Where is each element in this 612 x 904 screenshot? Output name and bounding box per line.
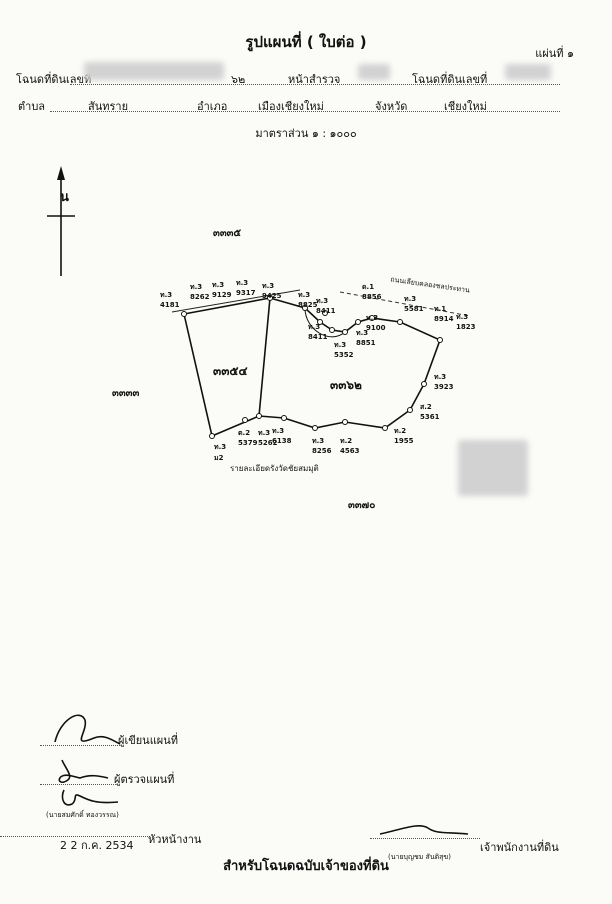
amphoe-label: อำเภอ xyxy=(197,100,228,113)
sign-date: 2 2 ก.ค. 2534 xyxy=(60,839,134,852)
north-arrow-icon xyxy=(47,166,75,276)
province-label: จังหวัด xyxy=(375,100,408,113)
amphoe-value: เมืองเชียงใหม่ xyxy=(258,100,324,113)
officer-label: เจ้าพนักงานที่ดิน xyxy=(480,841,559,854)
footer-note: สำหรับโฉนดฉบับเจ้าของที่ดิน xyxy=(223,859,389,874)
parcel-main-label: ๓๓๖๒ xyxy=(330,378,362,392)
deed-label: โฉนดที่ดินเลขที่ xyxy=(16,73,92,86)
adjacent-top-label: ๓๓๓๕ xyxy=(213,228,242,239)
adjacent-left-label: ๓๓๓๓ xyxy=(112,388,140,399)
adjacent-bottom-label: ๓๓๗๐ xyxy=(348,500,376,511)
row2-dotline xyxy=(50,111,560,112)
road xyxy=(171,289,471,317)
redacted-survey-page xyxy=(358,64,390,80)
officer-name: (นายบุญชม สันติสุข) xyxy=(388,853,451,861)
stake-markers xyxy=(181,295,443,439)
north-label: น xyxy=(60,190,69,205)
sheet-no: ๑ xyxy=(567,47,574,60)
deed-type-label: โฉนดที่ดินเลขที่ xyxy=(412,73,488,86)
province-value: เชียงใหม่ xyxy=(444,100,487,113)
checker-label: ผู้ตรวจแผนที่ xyxy=(114,773,175,786)
drawer-dotline xyxy=(40,745,120,746)
chief-dotline xyxy=(0,836,150,837)
chief-name: (นายสมศักดิ์ ทองวรรณ) xyxy=(46,811,119,819)
officer-dotline xyxy=(370,838,480,839)
sheet-label: แผ่นที่ xyxy=(535,47,564,60)
redacted-deed-holder xyxy=(84,62,224,80)
parcel-main-boundary xyxy=(258,297,442,429)
survey-page-label: หน้าสำรวจ xyxy=(288,73,341,86)
chief-label: หัวหน้างาน xyxy=(148,833,202,846)
tambon-label: ตำบล xyxy=(18,100,46,113)
map-scale: มาตราส่วน ๑ : ๑๐๐๐ xyxy=(255,127,357,140)
drawer-label: ผู้เขียนแผนที่ xyxy=(118,734,178,747)
row1-dotline xyxy=(70,84,560,85)
map-caption: รายละเอียดรังวัดชัยสมมุติ xyxy=(230,464,319,473)
parcel-left-label: ๓๓๕๔ xyxy=(213,364,248,378)
sheet-number: แผ่นที่ ๑ xyxy=(535,44,574,62)
redacted-stamp xyxy=(458,440,528,496)
deed-number: ๖๒ xyxy=(231,73,246,86)
page-title: รูปแผนที่ ( ใบต่อ ) xyxy=(245,33,367,51)
tambon-value: สันทราย xyxy=(88,100,129,113)
checker-dotline xyxy=(40,784,116,785)
redacted-deed-type xyxy=(505,64,551,80)
